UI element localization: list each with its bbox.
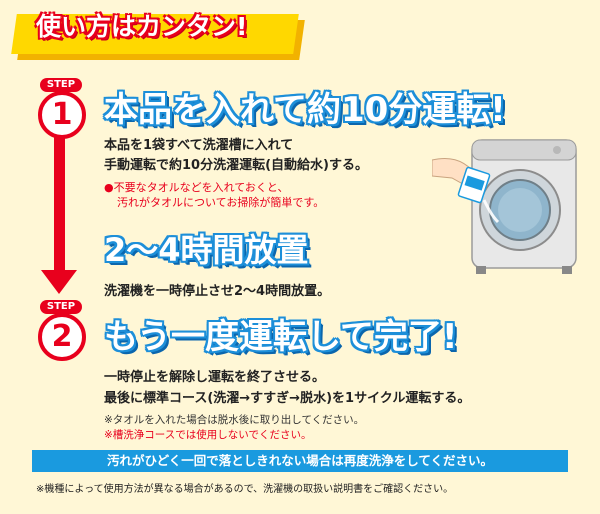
step-1-warning-1: ●不要なタオルなどを入れておくと、 [104,181,289,194]
step-1-badge: STEP 1 [36,78,86,139]
machine-foot-left [476,266,486,274]
footer-note: ※機種によって使用方法が異なる場合があるので、洗濯機の取扱い説明書をご確認くださ… [36,484,454,495]
middle-title: 2〜4時間放置 [104,231,309,269]
flow-arrow-line [54,130,65,275]
step-2-label: STEP [40,300,82,314]
step-1-label: STEP [40,78,82,92]
step-2-number: 2 [38,313,86,361]
step-2-line-2: 最後に標準コース(洗濯→すすぎ→脱水)を1サイクル運転する。 [104,391,471,406]
powder-stream [482,199,500,224]
middle-line-1: 洗濯機を一時停止させ2〜4時間放置。 [104,284,331,299]
step-1-line-2: 手動運転で約10分洗濯運転(自動給水)する。 [104,158,368,173]
step-1-line-1: 本品を1袋すべて洗濯槽に入れて [104,138,294,153]
machine-dial [553,146,561,154]
step-2-badge: STEP 2 [36,300,86,361]
machine-control-panel [471,139,577,161]
header-badge: 使い方はカンタン! [11,12,305,60]
step-1-number: 1 [38,91,86,139]
step-1-title: 本品を入れて約10分運転! [104,90,506,130]
step-2-note-1: ※タオルを入れた場合は脱水後に取り出してください。 [104,414,365,426]
washing-machine-icon [432,139,577,274]
flow-arrow-head-icon [41,270,77,294]
step-2-note-2: ※槽洗浄コースでは使用しないでください。 [104,429,312,441]
machine-drum [498,188,542,232]
machine-foot-right [562,266,572,274]
detergent-packet-label [464,175,485,191]
header-title: 使い方はカンタン! [36,12,248,41]
rewash-banner: 汚れがひどく一回で落としきれない場合は再度洗浄をしてください。 [32,450,568,472]
step-1-warning-2: 汚れがタオルについてお掃除が簡単です。 [117,196,325,209]
step-2-line-1: 一時停止を解除し運転を終了させる。 [104,370,326,385]
step-2-title: もう一度運転して完了! [104,317,458,357]
